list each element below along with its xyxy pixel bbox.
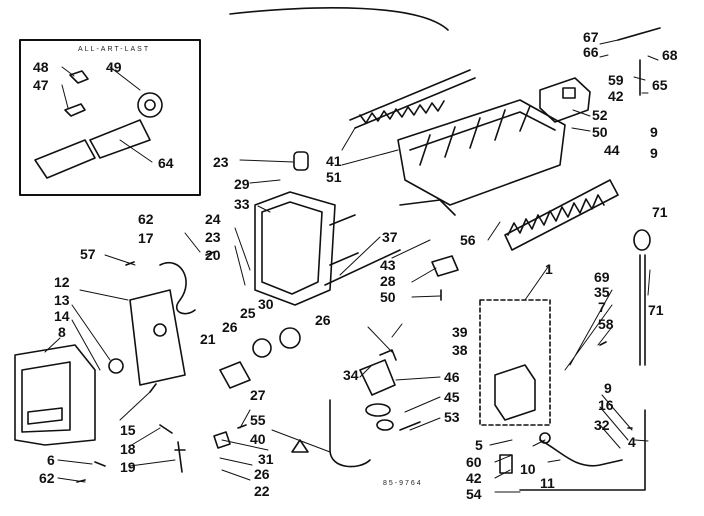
label-40: 40 [250, 431, 266, 447]
inset-caption: ALL-ART-LAST [78, 46, 151, 53]
label-23: 23 [213, 154, 229, 170]
label-37: 37 [382, 229, 398, 245]
solenoid-valve [479, 299, 551, 426]
label-9-c: 9 [604, 380, 612, 396]
label-7: 7 [598, 299, 606, 315]
label-13: 13 [54, 292, 70, 308]
label-50-b: 50 [592, 124, 608, 140]
inset-frame [19, 39, 201, 196]
label-5: 5 [475, 437, 483, 453]
label-25: 25 [240, 305, 256, 321]
label-34: 34 [343, 367, 359, 383]
label-35: 35 [594, 284, 610, 300]
label-44: 44 [604, 142, 620, 158]
label-20: 20 [205, 247, 221, 263]
gear [108, 358, 124, 374]
label-23-b: 23 [205, 229, 221, 245]
label-33: 33 [234, 196, 250, 212]
inlet-tube [519, 409, 646, 491]
motor [219, 327, 301, 389]
label-69: 69 [594, 269, 610, 285]
fasteners [76, 151, 633, 483]
label-67: 67 [583, 29, 599, 45]
label-26-c: 26 [254, 466, 270, 482]
label-55: 55 [250, 412, 266, 428]
label-28: 28 [380, 273, 396, 289]
diagram-code: 85-9764 [383, 480, 423, 487]
label-43: 43 [380, 257, 396, 273]
label-57: 57 [80, 246, 96, 262]
label-30: 30 [258, 296, 274, 312]
wire-harness [159, 262, 196, 315]
fill-tube [329, 399, 421, 468]
top-wire-arc [229, 7, 449, 31]
label-66: 66 [583, 44, 599, 60]
label-1: 1 [545, 261, 553, 277]
label-39: 39 [452, 324, 468, 340]
label-58: 58 [598, 316, 614, 332]
label-53: 53 [444, 409, 460, 425]
label-11: 11 [540, 475, 555, 491]
label-42: 42 [608, 88, 624, 104]
label-17: 17 [138, 230, 154, 246]
label-21: 21 [200, 331, 216, 347]
label-24: 24 [205, 211, 221, 227]
ejector-blades [349, 69, 476, 129]
label-71: 71 [652, 204, 668, 220]
label-49: 49 [106, 59, 122, 75]
control-housing [254, 191, 401, 306]
label-18: 18 [120, 441, 136, 457]
label-9: 9 [650, 124, 658, 140]
label-65: 65 [652, 77, 668, 93]
mold-cover [539, 77, 591, 123]
label-51: 51 [326, 169, 342, 185]
label-71-b: 71 [648, 302, 664, 318]
label-15: 15 [120, 422, 136, 438]
label-19: 19 [120, 459, 136, 475]
label-22: 22 [254, 483, 270, 499]
label-41: 41 [326, 153, 342, 169]
label-38: 38 [452, 342, 468, 358]
label-54: 54 [466, 486, 482, 502]
label-16: 16 [598, 397, 614, 413]
label-10: 10 [520, 461, 536, 477]
label-31: 31 [258, 451, 274, 467]
water-pipe [617, 27, 661, 366]
label-29: 29 [234, 176, 250, 192]
label-64: 64 [158, 155, 174, 171]
label-62-b: 62 [39, 470, 55, 486]
label-47: 47 [33, 77, 49, 93]
front-cover [14, 344, 96, 446]
label-6: 6 [47, 452, 55, 468]
label-8: 8 [58, 324, 66, 340]
leader-lines [44, 39, 659, 493]
water-valve [359, 349, 397, 431]
label-26: 26 [222, 319, 238, 335]
label-14: 14 [54, 308, 70, 324]
label-46: 46 [444, 369, 460, 385]
stripper [504, 179, 619, 251]
label-68: 68 [662, 47, 678, 63]
label-50: 50 [380, 289, 396, 305]
label-26-b: 26 [315, 312, 331, 328]
label-27: 27 [250, 387, 266, 403]
label-4: 4 [628, 434, 636, 450]
label-42-b: 42 [466, 470, 482, 486]
label-48: 48 [33, 59, 49, 75]
label-9-b: 9 [650, 145, 658, 161]
label-56: 56 [460, 232, 476, 248]
ice-mold [397, 99, 566, 216]
inset-parts [34, 70, 163, 179]
mounting-plate [129, 289, 186, 386]
label-60: 60 [466, 454, 482, 470]
label-12: 12 [54, 274, 70, 290]
label-59: 59 [608, 72, 624, 88]
label-52: 52 [592, 107, 608, 123]
label-45: 45 [444, 389, 460, 405]
label-62: 62 [138, 211, 154, 227]
label-32: 32 [594, 417, 610, 433]
